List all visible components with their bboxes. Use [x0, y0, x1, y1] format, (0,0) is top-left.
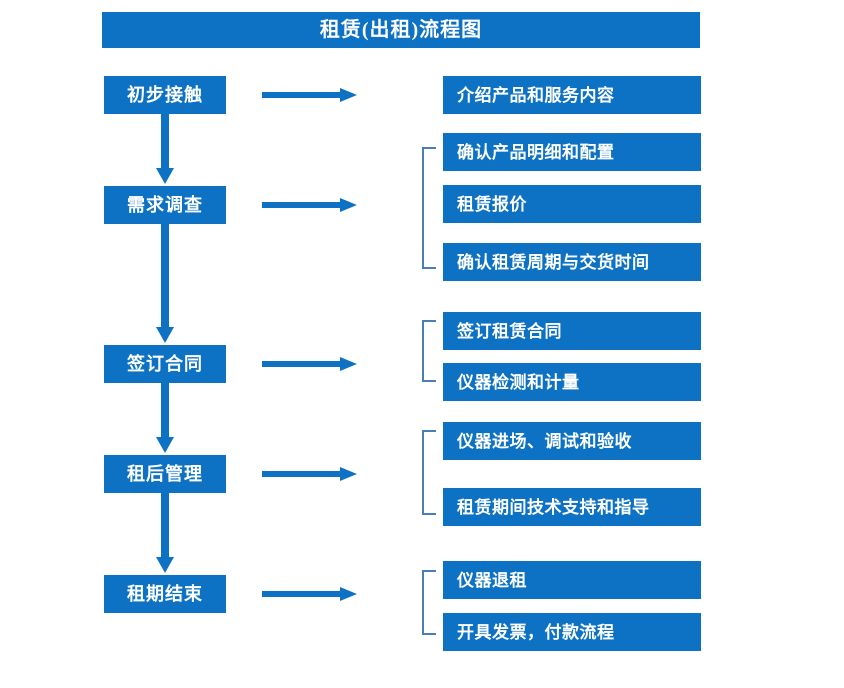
detail-box-4[interactable]: 确认租赁周期与交货时间	[443, 243, 701, 281]
horizontal-arrow-2	[262, 198, 357, 212]
stage-box-3[interactable]: 签订合同	[104, 345, 226, 383]
vertical-arrow-3	[156, 383, 174, 453]
stage-box-2[interactable]: 需求调查	[104, 186, 226, 224]
group-bracket-3	[422, 430, 436, 515]
detail-box-9[interactable]: 仪器退租	[443, 561, 701, 599]
stage-box-4[interactable]: 租后管理	[104, 455, 226, 493]
horizontal-arrow-1	[262, 88, 357, 102]
detail-box-1[interactable]: 介绍产品和服务内容	[443, 76, 701, 114]
stage-box-1[interactable]: 初步接触	[104, 76, 226, 114]
detail-box-6[interactable]: 仪器检测和计量	[443, 363, 701, 401]
detail-box-5[interactable]: 签订租赁合同	[443, 312, 701, 350]
detail-box-8[interactable]: 租赁期间技术支持和指导	[443, 488, 701, 526]
horizontal-arrow-4	[262, 467, 357, 481]
vertical-arrow-4	[156, 493, 174, 573]
horizontal-arrow-3	[262, 357, 357, 371]
group-bracket-2	[422, 320, 436, 382]
page-title: 租赁(出租)流程图	[102, 12, 700, 48]
vertical-arrow-2	[156, 224, 174, 343]
detail-box-10[interactable]: 开具发票，付款流程	[443, 613, 701, 651]
detail-box-3[interactable]: 租赁报价	[443, 185, 701, 223]
horizontal-arrow-5	[262, 587, 357, 601]
detail-box-2[interactable]: 确认产品明细和配置	[443, 133, 701, 171]
group-bracket-4	[422, 570, 436, 635]
vertical-arrow-1	[156, 114, 174, 184]
group-bracket-1	[422, 147, 436, 269]
stage-box-5[interactable]: 租期结束	[104, 575, 226, 613]
detail-box-7[interactable]: 仪器进场、调试和验收	[443, 422, 701, 460]
